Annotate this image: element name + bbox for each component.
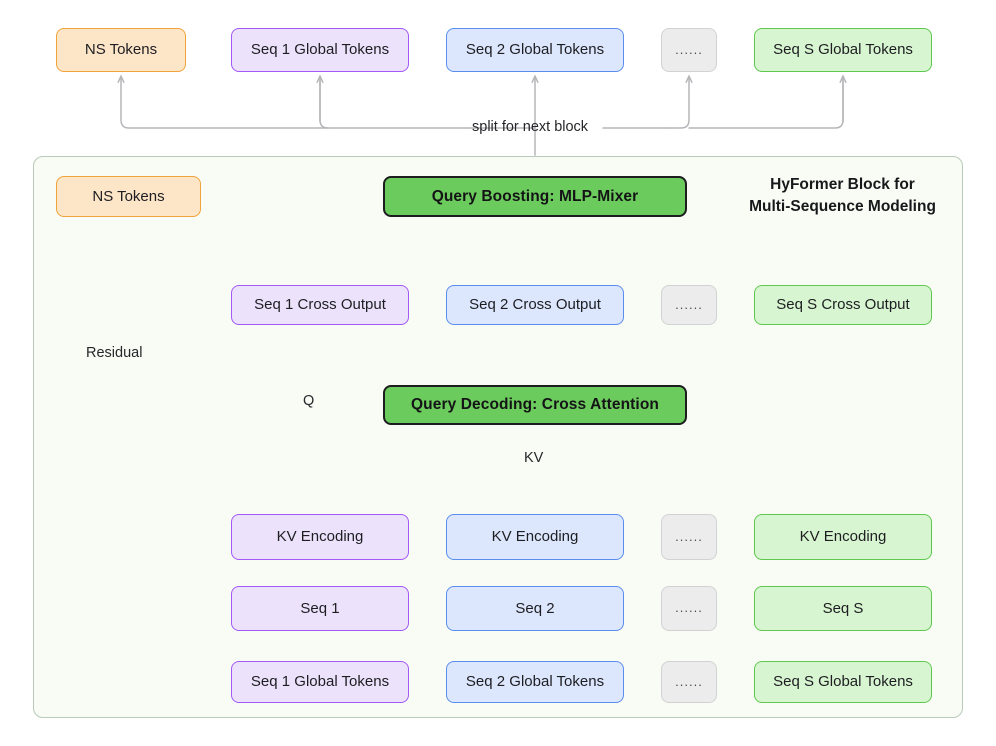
query-decoding-module[interactable]: Query Decoding: Cross Attention xyxy=(383,385,687,425)
kv-label: KV xyxy=(524,450,544,466)
input-seqS-global-tokens-box[interactable]: Seq S Global Tokens xyxy=(754,661,932,703)
output-seq2-global-tokens-box[interactable]: Seq 2 Global Tokens xyxy=(446,28,624,72)
block-title: HyFormer Block for Multi-Sequence Modeli… xyxy=(735,174,950,219)
hyformer-block-frame xyxy=(33,156,963,718)
seq1-kv-encoding-box[interactable]: KV Encoding xyxy=(231,514,409,560)
seqS-kv-encoding-box[interactable]: KV Encoding xyxy=(754,514,932,560)
query-decoding-label: Query Decoding: Cross Attention xyxy=(411,396,659,414)
input-ellipsis-box: ...... xyxy=(661,661,717,703)
seqS-label: Seq S xyxy=(822,599,864,617)
seqS-kv-encoding-label: KV Encoding xyxy=(799,528,887,546)
seq1-box[interactable]: Seq 1 xyxy=(231,586,409,631)
cross-output-ellipsis-label: ...... xyxy=(675,296,703,312)
block-ns-tokens-label: NS Tokens xyxy=(92,187,165,205)
seq2-box[interactable]: Seq 2 xyxy=(446,586,624,631)
input-seq1-global-tokens-label: Seq 1 Global Tokens xyxy=(250,673,390,691)
seqS-box[interactable]: Seq S xyxy=(754,586,932,631)
kv-encoding-ellipsis-box: ...... xyxy=(661,514,717,560)
output-seqS-global-tokens-label: Seq S Global Tokens xyxy=(773,41,913,59)
seq2-cross-output-label: Seq 2 Cross Output xyxy=(469,296,601,314)
output-ellipsis-label: ...... xyxy=(675,41,703,57)
seq1-cross-output-label: Seq 1 Cross Output xyxy=(254,296,386,314)
output-ns-tokens-label: NS Tokens xyxy=(84,41,158,59)
seq-ellipsis-label: ...... xyxy=(675,600,703,616)
output-ns-tokens-box[interactable]: NS Tokens xyxy=(56,28,186,72)
seq1-kv-encoding-label: KV Encoding xyxy=(276,528,364,546)
split-for-next-block-label: split for next block xyxy=(472,119,589,135)
q-label: Q xyxy=(303,393,315,409)
seq2-cross-output-box[interactable]: Seq 2 Cross Output xyxy=(446,285,624,325)
block-title-line-1: HyFormer Block for xyxy=(770,176,915,193)
block-ns-tokens-box[interactable]: NS Tokens xyxy=(56,176,201,217)
input-seq2-global-tokens-box[interactable]: Seq 2 Global Tokens xyxy=(446,661,624,703)
seq1-label: Seq 1 xyxy=(300,599,340,617)
input-seqS-global-tokens-label: Seq S Global Tokens xyxy=(773,673,913,691)
block-title-line-2: Multi-Sequence Modeling xyxy=(749,198,936,216)
seq2-kv-encoding-label: KV Encoding xyxy=(491,528,579,546)
seq2-kv-encoding-box[interactable]: KV Encoding xyxy=(446,514,624,560)
seq2-label: Seq 2 xyxy=(515,599,555,617)
query-boosting-module[interactable]: Query Boosting: MLP-Mixer xyxy=(383,176,687,217)
output-seqS-global-tokens-box[interactable]: Seq S Global Tokens xyxy=(754,28,932,72)
cross-output-ellipsis-box: ...... xyxy=(661,285,717,325)
output-seq1-global-tokens-label: Seq 1 Global Tokens xyxy=(250,41,390,59)
input-seq1-global-tokens-box[interactable]: Seq 1 Global Tokens xyxy=(231,661,409,703)
seqS-cross-output-label: Seq S Cross Output xyxy=(776,296,910,314)
kv-encoding-ellipsis-label: ...... xyxy=(675,528,703,544)
seqS-cross-output-box[interactable]: Seq S Cross Output xyxy=(754,285,932,325)
residual-label: Residual xyxy=(86,345,143,361)
input-ellipsis-label: ...... xyxy=(675,673,703,689)
query-boosting-label: Query Boosting: MLP-Mixer xyxy=(431,187,639,205)
input-seq2-global-tokens-label: Seq 2 Global Tokens xyxy=(465,673,605,691)
output-seq2-global-tokens-label: Seq 2 Global Tokens xyxy=(465,41,605,59)
output-ellipsis-box: ...... xyxy=(661,28,717,72)
output-seq1-global-tokens-box[interactable]: Seq 1 Global Tokens xyxy=(231,28,409,72)
seq1-cross-output-box[interactable]: Seq 1 Cross Output xyxy=(231,285,409,325)
seq-ellipsis-box: ...... xyxy=(661,586,717,631)
